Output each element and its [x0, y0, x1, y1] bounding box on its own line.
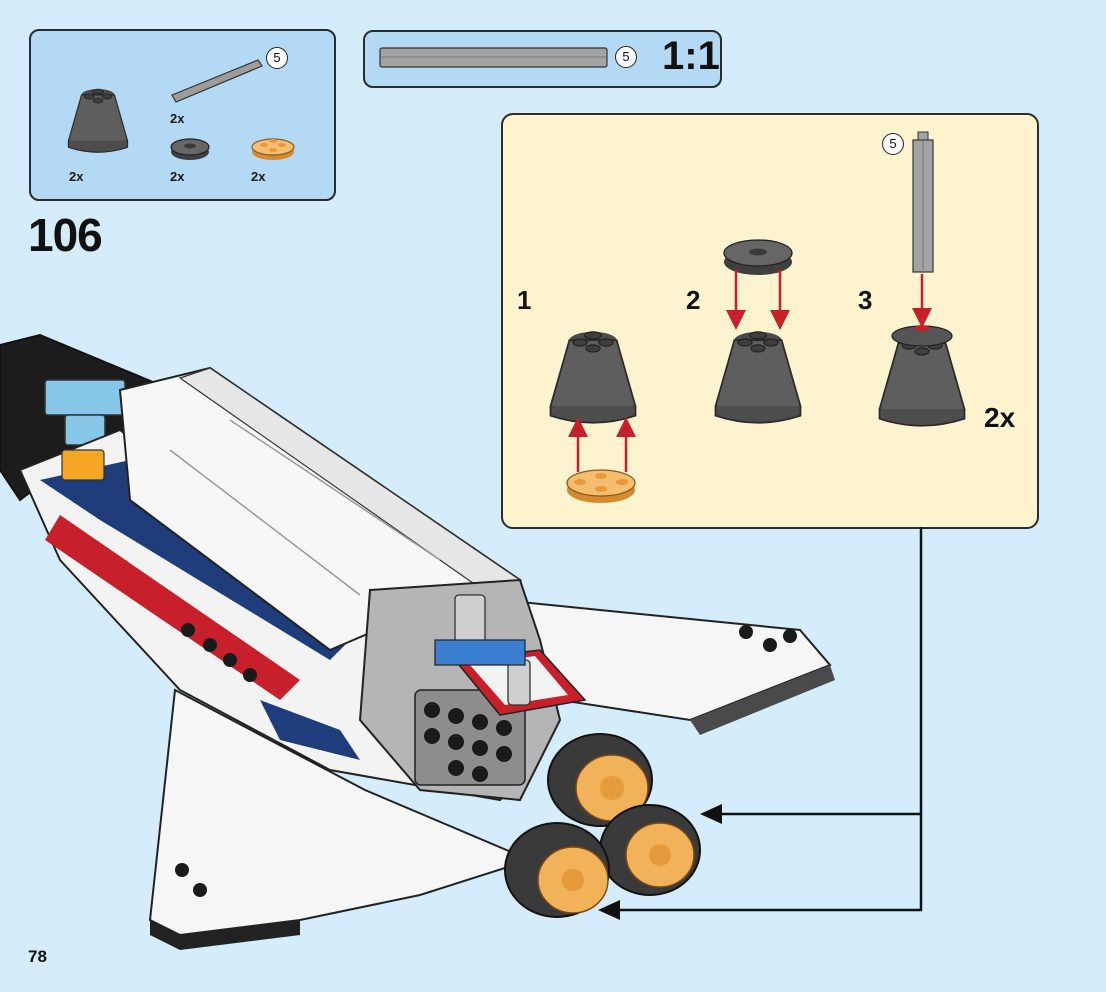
- sub-assembly-quantity: 2x: [984, 402, 1016, 433]
- sub-step1-trans-plate-icon: [566, 469, 636, 503]
- engine-left: [504, 822, 610, 918]
- parts-axle-icon: [171, 59, 263, 103]
- sub-axle-length-badge: 5: [882, 133, 904, 155]
- step-number: 106: [28, 209, 103, 261]
- scale-axle-icon: [379, 47, 608, 68]
- sub-step3-axle-icon: [912, 131, 934, 273]
- sub-step2-cone-icon: [714, 331, 802, 424]
- shuttle-model-illustration: [0, 333, 835, 950]
- callout-connector: [598, 527, 923, 920]
- sub-step1-cone-icon: [549, 331, 637, 424]
- sub-step2-round-plate-icon: [723, 239, 793, 275]
- parts-qty-trans-plate: 2x: [251, 169, 266, 184]
- scale-axle-length-badge: 5: [615, 46, 637, 68]
- scale-label: 1:1: [662, 34, 720, 78]
- parts-round-plate-icon: [170, 138, 210, 160]
- parts-qty-round-plate: 2x: [170, 169, 185, 184]
- sub-step-1: 1: [517, 285, 532, 315]
- sub-step-3: 3: [858, 285, 873, 315]
- parts-cone-icon: [67, 88, 129, 153]
- page-number: 78: [28, 947, 47, 966]
- sub-step3-cone-icon: [878, 325, 966, 427]
- parts-qty-cone: 2x: [69, 169, 84, 184]
- engine-top: [547, 733, 653, 827]
- sub-step-2: 2: [686, 285, 701, 315]
- parts-axle-length-badge: 5: [266, 47, 288, 69]
- engine-right: [599, 804, 701, 896]
- parts-qty-axle: 2x: [170, 111, 185, 126]
- parts-trans-plate-icon: [251, 138, 295, 160]
